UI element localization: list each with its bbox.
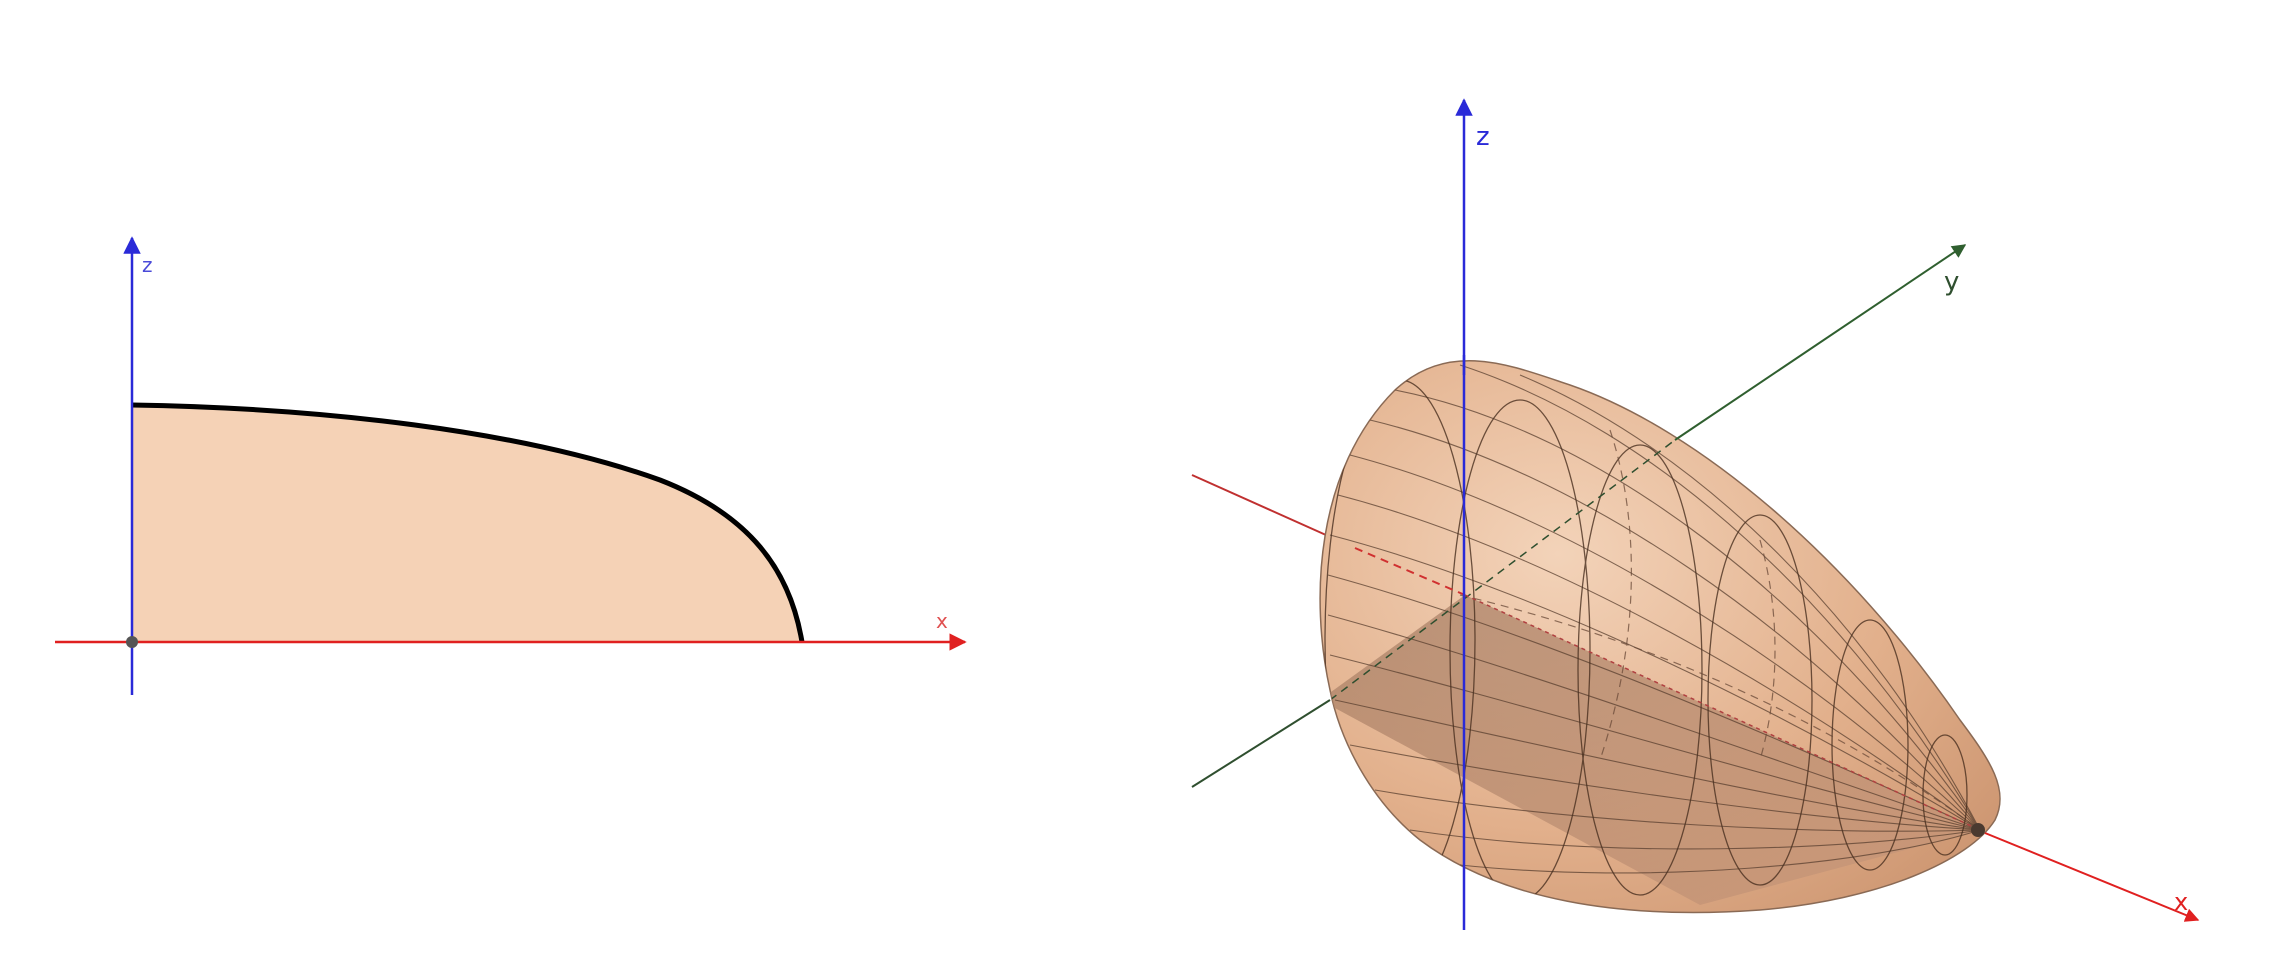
x-axis-3d bbox=[1984, 832, 2200, 922]
boundary-curve bbox=[131, 402, 805, 643]
z-axis-label-3d: z bbox=[1476, 122, 1490, 152]
y-axis-back bbox=[1191, 699, 1331, 788]
tip-point bbox=[1971, 823, 1985, 837]
paraboloid-solid bbox=[1319, 360, 2001, 914]
right-figure: z y x bbox=[1191, 98, 2200, 930]
y-axis-label-3d: y bbox=[1944, 267, 1959, 297]
origin-point bbox=[126, 636, 138, 648]
cutaway-face bbox=[1320, 595, 1980, 905]
shaded-region bbox=[132, 405, 802, 642]
x-axis-hidden bbox=[1354, 547, 1466, 596]
y-axis-3d bbox=[1674, 244, 1967, 441]
z-axis-label: z bbox=[142, 253, 153, 277]
y-axis-hidden bbox=[1329, 439, 1676, 701]
x-axis-label: x bbox=[936, 609, 948, 633]
cut-edge-line bbox=[1464, 594, 1981, 831]
hidden-lines bbox=[1459, 429, 1981, 831]
x-axis-label-3d: x bbox=[2174, 888, 2188, 916]
left-figure: z x bbox=[55, 236, 967, 695]
